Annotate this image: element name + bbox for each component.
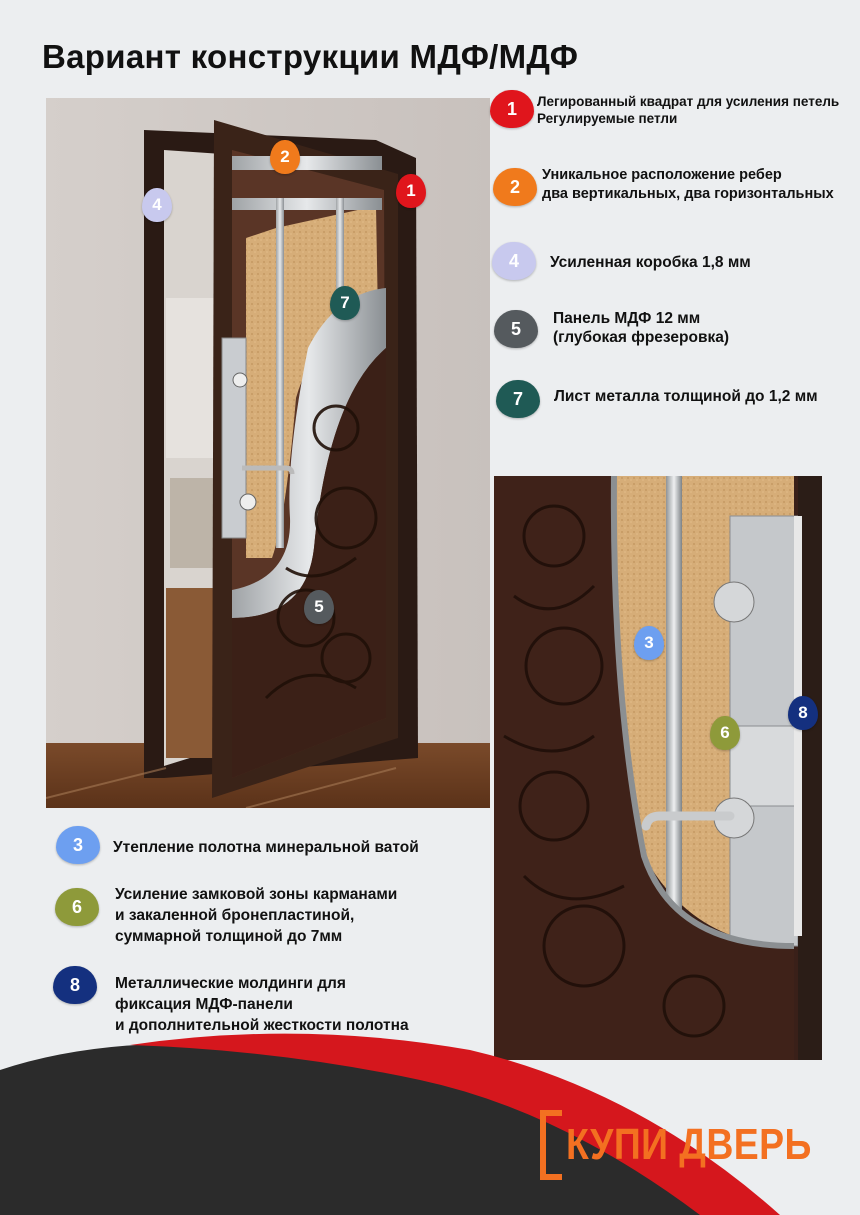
- legend-badge-6: 6: [55, 888, 99, 926]
- marker-6: 6: [710, 716, 740, 750]
- door-closeup-photo: 3 6 8: [494, 476, 822, 1060]
- legend-text-1: Легированный квадрат для усиления петель…: [537, 94, 840, 126]
- marker-7: 7: [330, 286, 360, 320]
- legend-badge-3: 3: [56, 826, 100, 864]
- legend-text-6: Усиление замковой зоны карманами и закал…: [115, 886, 398, 945]
- marker-3: 3: [634, 626, 664, 660]
- legend-text-7: Лист металла толщиной до 1,2 мм: [554, 388, 818, 405]
- legend-badge-7: 7: [496, 380, 540, 418]
- legend-badge-8: 8: [53, 966, 97, 1004]
- legend-text-8: Металлические молдинги для фиксация МДФ-…: [115, 975, 409, 1034]
- logo-text: КУПИ ДВЕРЬ: [566, 1120, 812, 1169]
- legend-badge-5: 5: [494, 310, 538, 348]
- page-title: Вариант конструкции МДФ/МДФ: [42, 38, 579, 75]
- marker-8: 8: [788, 696, 818, 730]
- door-photo-main: 1 2 4 7 5: [46, 98, 490, 808]
- legend-text-4: Усиленная коробка 1,8 мм: [550, 254, 751, 271]
- legend-badge-2: 2: [493, 168, 537, 206]
- bottom-swoosh: [0, 1033, 780, 1215]
- legend-text-2: Уникальное расположение ребер два вертик…: [542, 167, 834, 202]
- marker-4: 4: [142, 188, 172, 222]
- marker-5: 5: [304, 590, 334, 624]
- logo-bracket-icon: [540, 1110, 562, 1180]
- legend-text-3: Утепление полотна минеральной ватой: [113, 839, 419, 856]
- marker-2: 2: [270, 140, 300, 174]
- brand-logo: КУПИ ДВЕРЬ: [540, 1110, 855, 1180]
- legend-badge-1: 1: [490, 90, 534, 128]
- legend-badge-4: 4: [492, 242, 536, 280]
- legend-text-5: Панель МДФ 12 мм (глубокая фрезеровка): [553, 310, 730, 346]
- marker-1: 1: [396, 174, 426, 208]
